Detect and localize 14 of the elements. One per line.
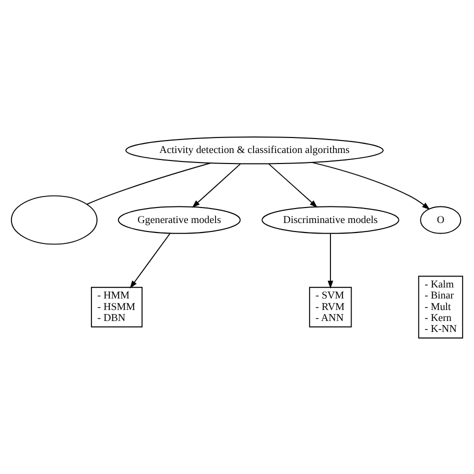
arrow: [268, 162, 318, 208]
arrow: [130, 232, 171, 288]
node-ellipse: [10, 194, 98, 244]
node-ellipse: Discriminative models: [262, 206, 400, 234]
node-ellipse: Ggenerative models: [118, 206, 241, 234]
node-ellipse: O: [420, 206, 462, 234]
node-ellipse: Activity detection & classification algorithms: [125, 136, 384, 164]
arrow: [192, 162, 241, 208]
arrow: [311, 161, 430, 210]
arrow: [328, 232, 334, 288]
node-box: - HMM - HSMM - DBN: [90, 286, 143, 327]
connector: [86, 162, 212, 204]
node-box: - SVM - RVM - ANN: [309, 286, 352, 327]
node-box: - Kalm - Binar - Mult - Kern - K-NN: [418, 275, 464, 338]
